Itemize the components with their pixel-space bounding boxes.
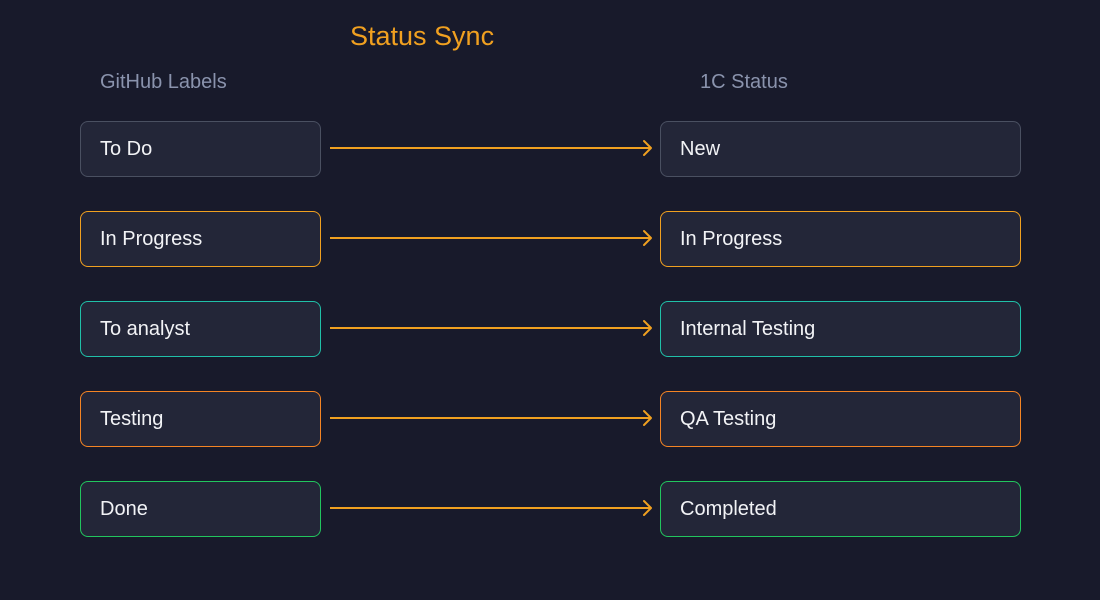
github-label-text: To Do xyxy=(100,138,153,160)
1c-status-node-2: Internal Testing xyxy=(660,301,1021,357)
github-label-text: To analyst xyxy=(100,318,191,340)
1c-status-node-3: QA Testing xyxy=(660,391,1021,447)
github-label-node-1: In Progress xyxy=(80,211,321,267)
1c-status-node-1: In Progress xyxy=(660,211,1021,267)
1c-status-text: QA Testing xyxy=(680,408,777,430)
github-label-node-2: To analyst xyxy=(80,301,321,357)
arrow-head-icon xyxy=(643,140,652,156)
github-labels-header: GitHub Labels xyxy=(100,71,227,93)
1c-status-text: In Progress xyxy=(680,228,783,250)
arrow-head-icon xyxy=(643,500,652,516)
1c-status-text: Completed xyxy=(680,498,777,520)
1c-status-text: Internal Testing xyxy=(680,318,816,340)
1c-status-text: New xyxy=(680,138,721,160)
github-label-text: Testing xyxy=(100,408,164,430)
arrow-head-icon xyxy=(643,230,652,246)
mapping-arrow-4 xyxy=(330,500,652,516)
arrow-head-icon xyxy=(643,320,652,336)
mapping-arrow-3 xyxy=(330,410,652,426)
arrow-head-icon xyxy=(643,410,652,426)
github-label-node-0: To Do xyxy=(80,121,321,177)
diagram-title: Status Sync xyxy=(350,21,495,51)
mapping-arrow-0 xyxy=(330,140,652,156)
github-label-text: Done xyxy=(100,498,148,520)
1c-status-header: 1C Status xyxy=(700,71,788,93)
mapping-arrow-2 xyxy=(330,320,652,336)
github-label-node-4: Done xyxy=(80,481,321,537)
github-label-node-3: Testing xyxy=(80,391,321,447)
mapping-arrow-1 xyxy=(330,230,652,246)
1c-status-node-0: New xyxy=(660,121,1021,177)
github-label-text: In Progress xyxy=(100,228,203,250)
1c-status-node-4: Completed xyxy=(660,481,1021,537)
